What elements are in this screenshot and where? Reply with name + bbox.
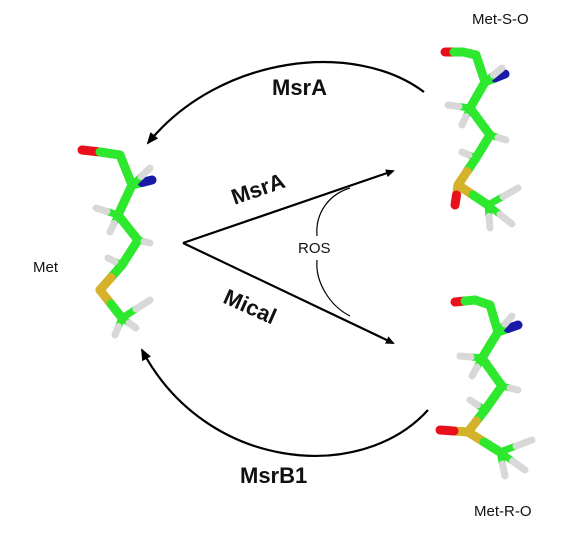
methionine-r-sulfoxide-molecule bbox=[435, 295, 536, 480]
bond-stick bbox=[137, 175, 157, 187]
met-label: Met bbox=[33, 259, 59, 276]
bond-stick bbox=[450, 190, 461, 210]
ros-curve-lower bbox=[316, 259, 351, 317]
msra-top-label: MsrA bbox=[272, 75, 328, 100]
oxidation-arrow-r bbox=[182, 242, 395, 344]
methionine-molecule bbox=[77, 145, 157, 339]
bond-stick bbox=[468, 363, 481, 380]
methionine-s-sulfoxide-molecule bbox=[440, 47, 522, 232]
bond-stick bbox=[140, 238, 154, 247]
bond-stick bbox=[435, 425, 459, 436]
bond-stick bbox=[466, 396, 481, 409]
msrb1-reduction-arc bbox=[141, 348, 429, 457]
bond-stick bbox=[490, 64, 506, 79]
oxidation-arrow-s bbox=[182, 169, 395, 245]
ros-curve-upper bbox=[316, 187, 351, 237]
bond-stick bbox=[444, 101, 463, 110]
bond-stick bbox=[490, 69, 510, 83]
met-s-o-label: Met-S-O bbox=[472, 11, 529, 28]
msrb1-label: MsrB1 bbox=[240, 463, 308, 488]
bond-stick bbox=[494, 134, 510, 144]
bond-stick bbox=[125, 319, 140, 332]
bond-stick bbox=[499, 460, 509, 480]
msra-reduction-arc bbox=[146, 61, 425, 145]
bond-stick bbox=[132, 296, 154, 313]
bond-stick bbox=[485, 213, 494, 232]
bond-stick bbox=[456, 352, 475, 361]
ros-label: ROS bbox=[298, 240, 331, 257]
bond-stick bbox=[496, 211, 516, 228]
bond-stick bbox=[458, 113, 470, 129]
bond-stick bbox=[458, 148, 473, 159]
bond-stick bbox=[503, 320, 523, 333]
met-r-o-label: Met-R-O bbox=[474, 503, 532, 520]
bond-stick bbox=[499, 184, 522, 200]
bond-stick bbox=[106, 220, 118, 236]
bond-stick bbox=[512, 436, 536, 450]
bond-stick bbox=[501, 312, 516, 328]
bond-stick bbox=[111, 323, 122, 339]
bond-stick bbox=[506, 384, 522, 394]
bond-stick bbox=[509, 457, 529, 474]
bond-stick bbox=[104, 254, 119, 265]
bond-stick bbox=[92, 204, 111, 215]
bond-stick bbox=[137, 164, 154, 180]
